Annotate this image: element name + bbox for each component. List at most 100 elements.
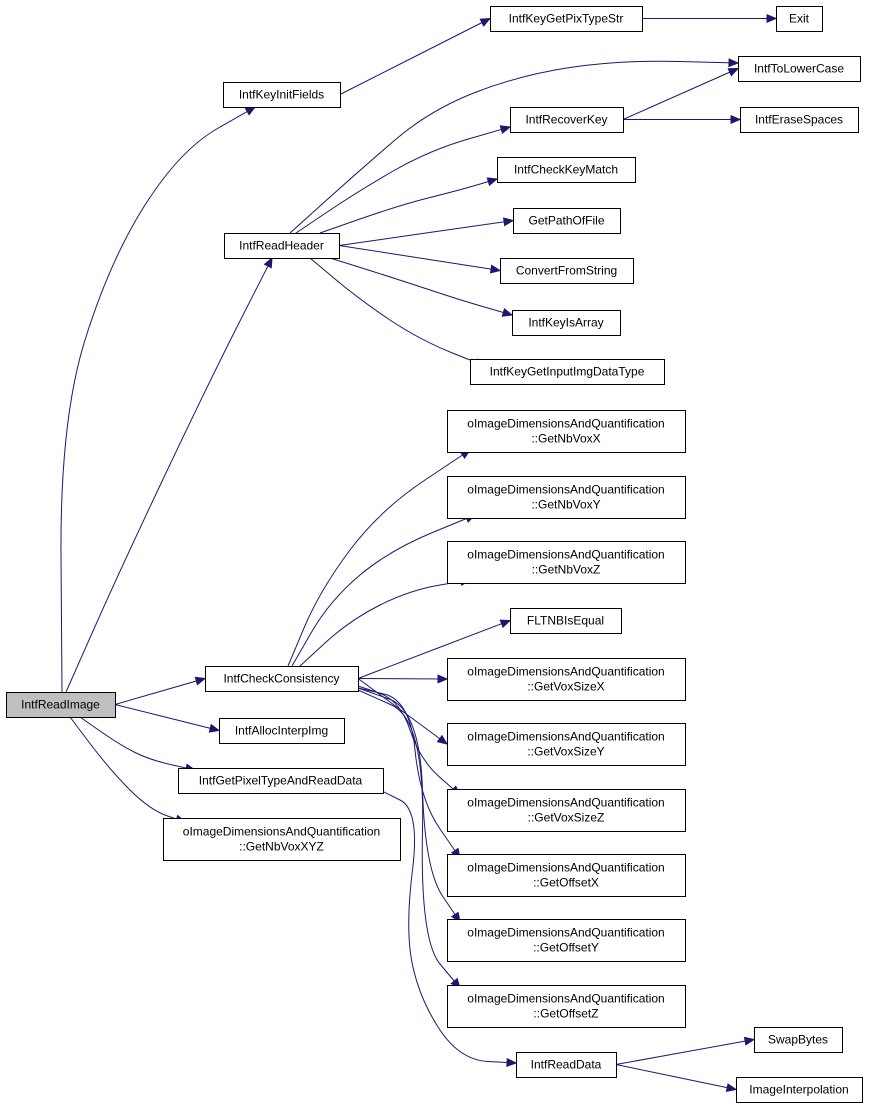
arrowhead-IntfKeyIsArray (501, 307, 514, 317)
edge-IntfReadImage-to-IntfCheckConsistency (114, 678, 206, 705)
node-box[interactable] (447, 410, 686, 453)
edge-IntfReadHeader-to-IntfKeyIsArray (329, 257, 513, 316)
node-label: Exit (789, 12, 810, 26)
node-box[interactable] (447, 476, 686, 519)
node-box[interactable] (513, 208, 621, 234)
edge-IntfReadImage-to-IntfGetPixelTypeAndReadData (79, 716, 196, 771)
node-IntfReadData[interactable]: IntfReadData (516, 1052, 617, 1078)
node-box[interactable] (447, 658, 686, 701)
node-box[interactable] (754, 1027, 843, 1053)
node-GetOffsetY[interactable]: oImageDimensionsAndQuantification::GetOf… (447, 919, 686, 962)
node-box[interactable] (490, 6, 643, 32)
node-label: ::GetNbVoxXYZ (239, 840, 324, 854)
node-label: ::GetVoxSizeX (527, 680, 604, 694)
node-IntfKeyGetInputImgDataType[interactable]: IntfKeyGetInputImgDataType (470, 359, 665, 385)
edge-IntfCheckConsistency-to-GetNbVoxZ (299, 579, 471, 667)
arrowhead-GetVoxSizeY (436, 734, 449, 745)
node-GetVoxSizeX[interactable]: oImageDimensionsAndQuantification::GetVo… (447, 658, 686, 701)
node-label: IntfKeyIsArray (528, 316, 603, 330)
node-label: oImageDimensionsAndQuantification (467, 926, 664, 940)
node-IntfCheckKeyMatch[interactable]: IntfCheckKeyMatch (497, 157, 636, 183)
node-box[interactable] (510, 107, 624, 133)
node-IntfGetPixelTypeAndReadData[interactable]: IntfGetPixelTypeAndReadData (178, 768, 384, 794)
node-FLTNBIsEqual[interactable]: FLTNBIsEqual (510, 608, 622, 634)
node-label: oImageDimensionsAndQuantification (467, 548, 664, 562)
node-GetVoxSizeZ[interactable]: oImageDimensionsAndQuantification::GetVo… (447, 789, 686, 832)
node-box[interactable] (740, 107, 859, 133)
node-box[interactable] (205, 666, 359, 692)
node-IntfReadHeader[interactable]: IntfReadHeader (224, 233, 340, 259)
node-label: FLTNBIsEqual (527, 614, 604, 628)
node-label: ::GetVoxSizeY (527, 745, 604, 759)
node-box[interactable] (447, 723, 686, 766)
arrowhead-IntfAllocInterpImg (208, 723, 221, 733)
node-Exit[interactable]: Exit (776, 6, 823, 32)
node-SwapBytes[interactable]: SwapBytes (754, 1027, 843, 1053)
edge-IntfReadHeader-to-GetPathOfFile (338, 220, 514, 246)
node-label: ::GetNbVoxY (531, 498, 600, 512)
node-box[interactable] (219, 718, 345, 744)
node-label: oImageDimensionsAndQuantification (467, 417, 664, 431)
node-box[interactable] (736, 1077, 863, 1103)
node-box[interactable] (447, 541, 686, 584)
node-box[interactable] (776, 6, 823, 32)
node-box[interactable] (447, 985, 686, 1028)
edge-IntfCheckConsistency-to-GetOffsetX (357, 687, 461, 859)
node-label: IntfCheckConsistency (223, 672, 339, 686)
node-GetNbVoxXYZ[interactable]: oImageDimensionsAndQuantification::GetNb… (163, 818, 401, 861)
node-label: oImageDimensionsAndQuantification (467, 730, 664, 744)
edge-IntfReadImage-to-IntfReadHeader (65, 257, 273, 693)
node-label: ::GetVoxSizeZ (528, 811, 605, 825)
node-GetPathOfFile[interactable]: GetPathOfFile (513, 208, 621, 234)
node-IntfKeyIsArray[interactable]: IntfKeyIsArray (512, 310, 621, 336)
node-GetNbVoxX[interactable]: oImageDimensionsAndQuantification::GetNb… (447, 410, 686, 453)
node-IntfEraseSpaces[interactable]: IntfEraseSpaces (740, 107, 859, 133)
node-label: IntfReadData (531, 1058, 602, 1072)
node-IntfCheckConsistency[interactable]: IntfCheckConsistency (205, 666, 359, 692)
node-GetVoxSizeY[interactable]: oImageDimensionsAndQuantification::GetVo… (447, 723, 686, 766)
node-box[interactable] (6, 692, 116, 718)
node-label: IntfAllocInterpImg (235, 724, 328, 738)
node-GetNbVoxY[interactable]: oImageDimensionsAndQuantification::GetNb… (447, 476, 686, 519)
node-IntfRecoverKey[interactable]: IntfRecoverKey (510, 107, 624, 133)
node-label: IntfRecoverKey (525, 113, 607, 127)
arrowhead-IntfCheckKeyMatch (486, 177, 499, 187)
node-IntfReadImage[interactable]: IntfReadImage (6, 692, 116, 718)
arrowhead-IntfKeyGetPixTypeStr (479, 17, 492, 27)
node-box[interactable] (163, 818, 401, 861)
node-box[interactable] (512, 310, 621, 336)
node-ConvertFromString[interactable]: ConvertFromString (500, 258, 634, 284)
edge-IntfReadImage-to-IntfAllocInterpImg (114, 704, 220, 731)
node-box[interactable] (516, 1052, 617, 1078)
node-IntfKeyGetPixTypeStr[interactable]: IntfKeyGetPixTypeStr (490, 6, 643, 32)
node-box[interactable] (470, 359, 665, 385)
node-label: IntfReadHeader (239, 239, 324, 253)
node-GetOffsetX[interactable]: oImageDimensionsAndQuantification::GetOf… (447, 854, 686, 897)
node-box[interactable] (224, 233, 340, 259)
node-label: IntfReadImage (21, 698, 100, 712)
node-box[interactable] (447, 854, 686, 897)
node-box[interactable] (738, 56, 861, 82)
node-box[interactable] (510, 608, 622, 634)
edge-IntfReadData-to-ImageInterpolation (615, 1064, 737, 1090)
node-box[interactable] (178, 768, 384, 794)
node-box[interactable] (223, 82, 341, 108)
arrowhead-IntfRecoverKey (499, 125, 512, 135)
node-GetNbVoxZ[interactable]: oImageDimensionsAndQuantification::GetNb… (447, 541, 686, 584)
edge-IntfCheckConsistency-to-GetVoxSizeX (357, 678, 448, 680)
node-IntfToLowerCase[interactable]: IntfToLowerCase (738, 56, 861, 82)
node-GetOffsetZ[interactable]: oImageDimensionsAndQuantification::GetOf… (447, 985, 686, 1028)
node-box[interactable] (447, 919, 686, 962)
node-box[interactable] (497, 157, 636, 183)
arrowhead-ImageInterpolation (725, 1083, 738, 1093)
node-IntfKeyInitFields[interactable]: IntfKeyInitFields (223, 82, 341, 108)
node-label: IntfGetPixelTypeAndReadData (199, 774, 363, 788)
node-ImageInterpolation[interactable]: ImageInterpolation (736, 1077, 863, 1103)
arrowhead-IntfToLowerCase (728, 58, 740, 68)
node-label: ::GetOffsetY (533, 941, 599, 955)
node-IntfAllocInterpImg[interactable]: IntfAllocInterpImg (219, 718, 345, 744)
node-box[interactable] (500, 258, 634, 284)
node-box[interactable] (447, 789, 686, 832)
arrowhead-Exit (766, 13, 778, 24)
